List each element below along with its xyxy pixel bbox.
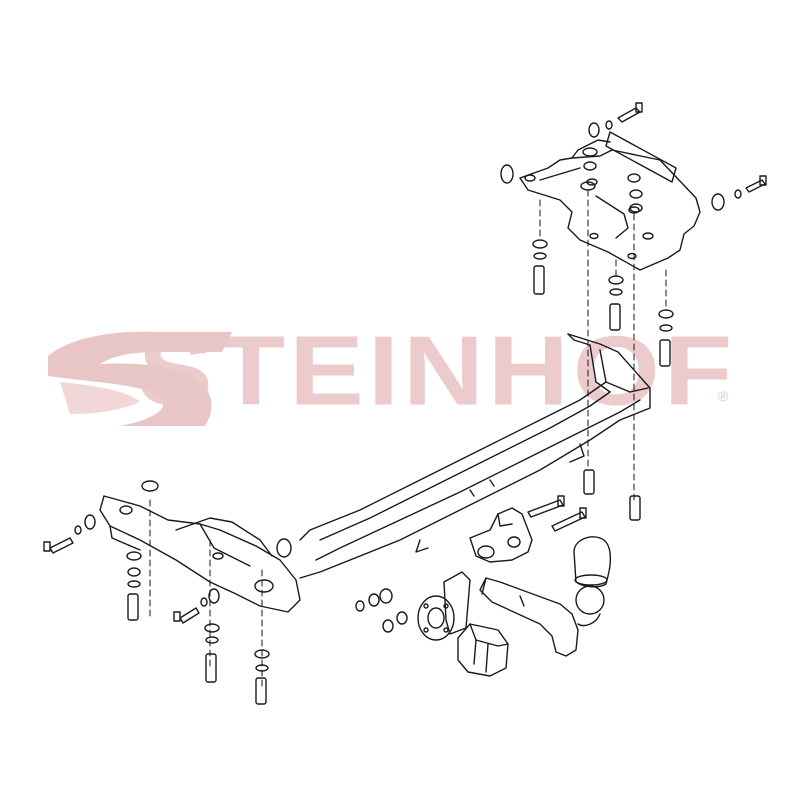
right-mounting-bracket (519, 131, 701, 271)
fasteners-center (355, 469, 641, 633)
assembly-lines (149, 189, 667, 691)
main-crossbar (299, 333, 651, 579)
ball-cover-cap (573, 536, 612, 588)
detachable-ball-neck (479, 577, 605, 657)
left-mounting-bracket (99, 495, 301, 613)
fasteners-left (43, 480, 292, 705)
fasteners-top-right (500, 102, 767, 367)
electrical-socket-plate (417, 571, 471, 641)
electrical-socket (457, 623, 509, 677)
receiver-socket (469, 507, 533, 563)
